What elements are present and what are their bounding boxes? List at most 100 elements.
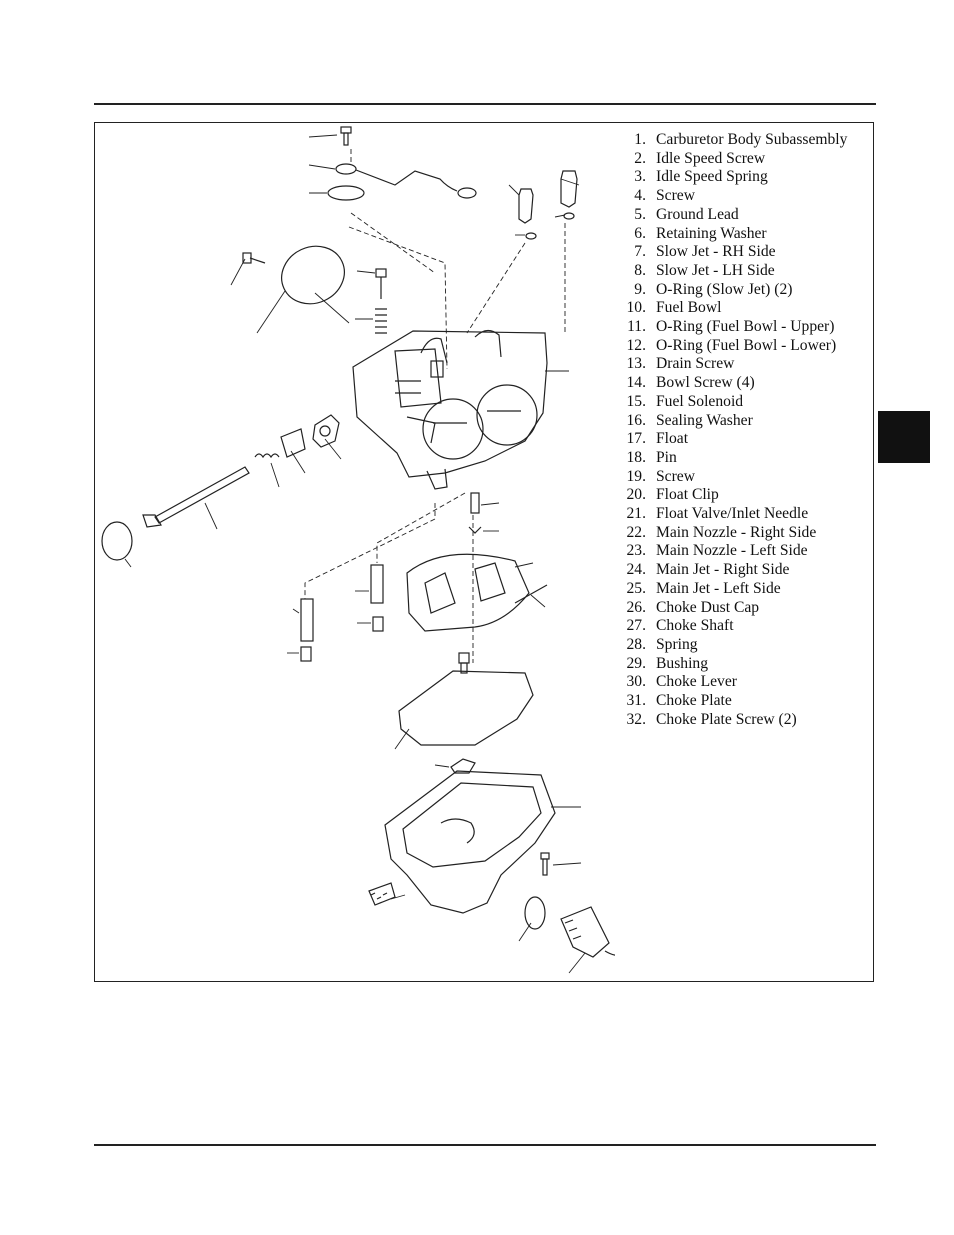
- legend-label: Float: [656, 430, 689, 448]
- legend-item: 16. Sealing Washer: [620, 412, 872, 431]
- slow-jet-parts: [518, 170, 578, 240]
- legend-number: 17.: [626, 430, 647, 448]
- legend-number: 10.: [626, 299, 647, 317]
- choke-dust-cap-part: [101, 521, 133, 561]
- legend-number: 6.: [634, 224, 646, 242]
- legend-item: 18.Pin: [620, 449, 872, 468]
- legend-number: 24.: [626, 561, 647, 579]
- section-tab-marker: [878, 411, 930, 463]
- legend-label: Choke Lever: [656, 673, 737, 691]
- legend-number: 20.: [626, 486, 647, 504]
- choke-plate-part: [242, 245, 345, 305]
- legend-item: 20.Float Clip: [620, 486, 872, 505]
- float-valve-part: [468, 492, 482, 534]
- float-part: [406, 553, 548, 632]
- legend-item: 11.O-Ring (Fuel Bowl - Upper): [620, 318, 872, 337]
- legend-number: 15.: [626, 392, 647, 410]
- parts-legend-list: 1. Carburetor Body Subassembly 2.Idle Spe…: [620, 131, 872, 730]
- legend-label: O-Ring (Slow Jet) (2): [656, 280, 793, 298]
- legend-item: 13. Drain Screw: [620, 355, 872, 374]
- legend-item: 17. Float: [620, 430, 872, 449]
- legend-label: Bowl Screw (4): [656, 374, 755, 392]
- legend-number: 8.: [634, 261, 646, 279]
- legend-label: Main Nozzle - Left Side: [656, 542, 808, 560]
- legend-number: 23.: [626, 542, 647, 560]
- legend-item: 15. Fuel Solenoid: [620, 393, 872, 412]
- legend-number: 1.: [634, 131, 646, 148]
- carburetor-body-part: [352, 329, 548, 490]
- legend-label: Screw: [656, 187, 695, 205]
- legend-number: 25.: [626, 579, 647, 597]
- legend-item: 31.Choke Plate: [620, 692, 872, 711]
- fuel-bowl-lower-oring-part: [450, 758, 476, 774]
- legend-item: 19.Screw: [620, 468, 872, 487]
- legend-number: 26.: [626, 598, 647, 616]
- legend-number: 18.: [626, 448, 647, 466]
- legend-label: Fuel Bowl: [656, 299, 722, 317]
- legend-number: 32.: [626, 710, 647, 728]
- legend-label: Slow Jet - RH Side: [656, 243, 776, 261]
- float-screw-part: [458, 652, 470, 674]
- legend-number: 11.: [627, 318, 646, 336]
- legend-label: Ground Lead: [656, 205, 739, 223]
- legend-label: Sealing Washer: [656, 411, 753, 429]
- legend-label: Main Jet - Right Side: [656, 561, 790, 579]
- legend-item: 6. Retaining Washer: [620, 225, 872, 244]
- legend-item: 23. Main Nozzle - Left Side: [620, 542, 872, 561]
- fuel-solenoid-part: [560, 906, 615, 958]
- legend-number: 29.: [626, 654, 647, 672]
- legend-item: 21.Float Valve/Inlet Needle: [620, 505, 872, 524]
- legend-item: 10. Fuel Bowl: [620, 299, 872, 318]
- legend-label: Retaining Washer: [656, 224, 767, 242]
- figure-frame: [94, 122, 874, 982]
- legend-number: 16.: [626, 411, 647, 429]
- legend-item: 12.O-Ring (Fuel Bowl - Lower): [620, 337, 872, 356]
- legend-label: O-Ring (Fuel Bowl - Lower): [656, 336, 837, 354]
- legend-item: 2.Idle Speed Screw: [620, 150, 872, 169]
- legend-label: Choke Shaft: [656, 617, 734, 635]
- legend-label: Choke Dust Cap: [656, 598, 760, 616]
- legend-item: 9. O-Ring (Slow Jet) (2): [620, 281, 872, 300]
- legend-label: Bushing: [656, 654, 708, 672]
- legend-number: 22.: [626, 523, 647, 541]
- legend-label: Idle Speed Spring: [656, 168, 768, 186]
- carburetor-exploded-diagram: [95, 123, 615, 981]
- legend-number: 13.: [626, 355, 647, 373]
- legend-item: 27. Choke Shaft: [620, 617, 872, 636]
- legend-label: Main Jet - Left Side: [656, 579, 781, 597]
- legend-label: Fuel Solenoid: [656, 392, 744, 410]
- footer-rule: [94, 1144, 876, 1146]
- legend-item: 22. Main Nozzle - Right Side: [620, 524, 872, 543]
- drain-screw-part: [368, 882, 396, 906]
- legend-number: 19.: [626, 467, 647, 485]
- legend-item: 4.Screw: [620, 187, 872, 206]
- ground-lead-part: [335, 163, 477, 199]
- legend-label: Carburetor Body Subassembly: [656, 131, 848, 148]
- legend-label: Main Nozzle - Right Side: [656, 523, 817, 541]
- legend-item: 1. Carburetor Body Subassembly: [620, 131, 872, 150]
- fuel-bowl-upper-oring-part: [398, 670, 534, 746]
- legend-item: 8. Slow Jet - LH Side: [620, 262, 872, 281]
- legend-item: 26. Choke Dust Cap: [620, 599, 872, 618]
- sealing-washer-part: [524, 896, 546, 930]
- header-rule: [94, 103, 876, 105]
- legend-item: 32.Choke Plate Screw (2): [620, 711, 872, 730]
- legend-label: Idle Speed Screw: [656, 149, 766, 167]
- legend-number: 9.: [634, 280, 646, 298]
- legend-label: Slow Jet - LH Side: [656, 261, 775, 279]
- legend-item: 29. Bushing: [620, 655, 872, 674]
- legend-label: Drain Screw: [656, 355, 735, 373]
- legend-number: 21.: [626, 505, 647, 523]
- top-screw-part: [340, 126, 352, 146]
- legend-number: 14.: [626, 374, 647, 392]
- legend-label: Spring: [656, 635, 698, 653]
- legend-item: 30. Choke Lever: [620, 673, 872, 692]
- legend-number: 27.: [626, 617, 647, 635]
- legend-item: 14. Bowl Screw (4): [620, 374, 872, 393]
- legend-item: 25. Main Jet - Left Side: [620, 580, 872, 599]
- idle-speed-screw-part: [375, 268, 387, 334]
- legend-number: 31.: [626, 692, 647, 710]
- choke-shaft-part: [142, 466, 250, 528]
- bowl-screw-part: [540, 852, 550, 876]
- legend-number: 30.: [626, 673, 647, 691]
